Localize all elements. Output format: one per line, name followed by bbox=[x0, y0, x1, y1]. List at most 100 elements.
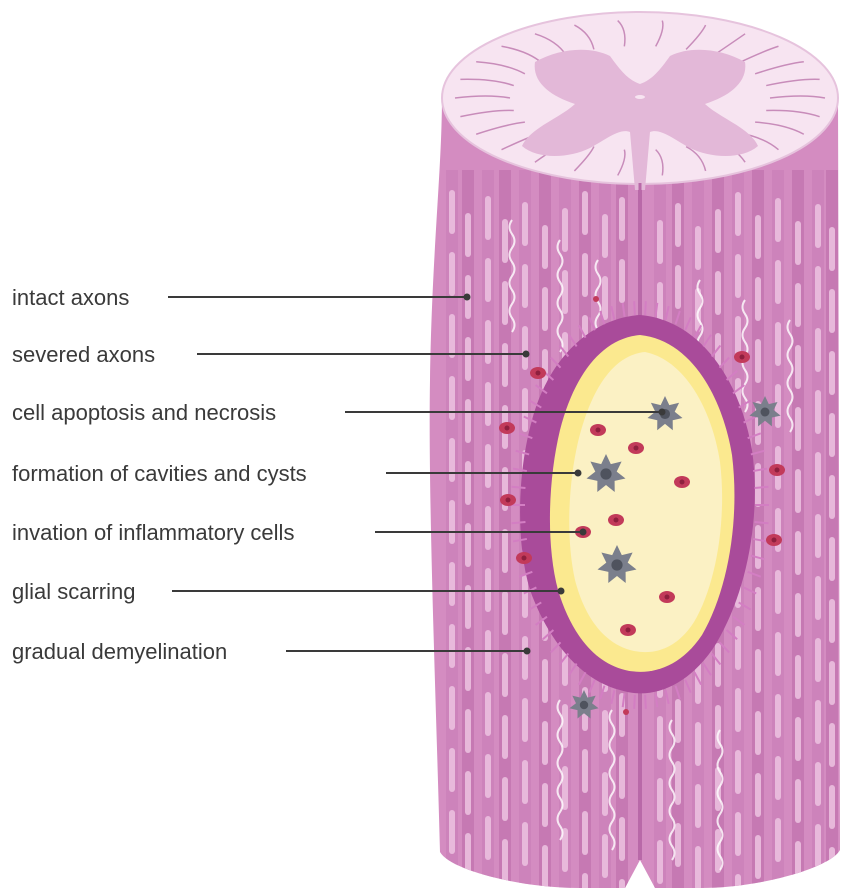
myelin-segment bbox=[542, 659, 548, 703]
myelin-segment bbox=[485, 754, 491, 798]
myelin-segment bbox=[715, 643, 721, 687]
myelin-segment bbox=[542, 721, 548, 765]
myelin-segment bbox=[562, 704, 568, 748]
myelin-segment bbox=[755, 711, 761, 755]
myelin-segment bbox=[829, 227, 835, 271]
label-text: invation of inflammatory cells bbox=[12, 520, 294, 545]
myelin-segment bbox=[502, 777, 508, 821]
myelin-segment bbox=[755, 339, 761, 383]
myelin-segment bbox=[449, 438, 455, 482]
myelin-segment bbox=[522, 202, 528, 246]
myelin-segment bbox=[829, 413, 835, 457]
myelin-segment bbox=[485, 506, 491, 550]
myelin-segment bbox=[485, 444, 491, 488]
myelin-segment bbox=[542, 225, 548, 269]
myelin-segment bbox=[815, 638, 821, 682]
myelin-segment bbox=[619, 259, 625, 303]
myelin-segment bbox=[465, 523, 471, 567]
myelin-segment bbox=[755, 773, 761, 817]
cell-nucleus bbox=[775, 468, 780, 473]
myelin-segment bbox=[582, 191, 588, 235]
cell-nucleus bbox=[580, 701, 588, 709]
myelin-segment bbox=[755, 835, 761, 879]
myelin-segment bbox=[449, 810, 455, 854]
myelin-segment bbox=[542, 783, 548, 827]
myelin-segment bbox=[735, 688, 741, 732]
myelin-segment bbox=[755, 277, 761, 321]
myelin-segment bbox=[502, 653, 508, 697]
myelin-segment bbox=[465, 461, 471, 505]
cell-nucleus bbox=[522, 556, 527, 561]
myelin-segment bbox=[449, 190, 455, 234]
myelin-segment bbox=[449, 686, 455, 730]
myelin-segment bbox=[715, 271, 721, 315]
myelin-segment bbox=[522, 698, 528, 742]
cell-nucleus bbox=[596, 428, 601, 433]
myelin-segment bbox=[619, 817, 625, 861]
myelin-segment bbox=[675, 265, 681, 309]
myelin-segment bbox=[715, 209, 721, 253]
myelin-segment bbox=[735, 192, 741, 236]
myelin-segment bbox=[795, 655, 801, 699]
label-text: intact axons bbox=[12, 285, 129, 310]
myelin-segment bbox=[502, 219, 508, 263]
myelin-segment bbox=[735, 750, 741, 794]
myelin-segment bbox=[775, 694, 781, 738]
myelin-segment bbox=[795, 593, 801, 637]
scar-fiber bbox=[755, 487, 769, 488]
scar-fiber bbox=[634, 301, 635, 315]
myelin-segment bbox=[465, 647, 471, 691]
myelin-segment bbox=[485, 816, 491, 860]
myelin-segment bbox=[542, 845, 548, 889]
myelin-segment bbox=[815, 824, 821, 868]
label-intact-axons: intact axons bbox=[12, 285, 471, 310]
cell-nucleus bbox=[536, 371, 541, 376]
myelin-segment bbox=[775, 322, 781, 366]
myelin-segment bbox=[485, 258, 491, 302]
scar-fiber bbox=[645, 695, 646, 709]
myelin-segment bbox=[775, 384, 781, 428]
myelin-segment bbox=[502, 343, 508, 387]
myelin-segment bbox=[485, 320, 491, 364]
cell-nucleus bbox=[626, 628, 631, 633]
myelin-segment bbox=[735, 626, 741, 670]
cell-nucleus bbox=[600, 468, 611, 479]
inflammatory-cell bbox=[593, 296, 599, 302]
myelin-segment bbox=[795, 779, 801, 823]
myelin-segment bbox=[522, 574, 528, 618]
myelin-segment bbox=[829, 475, 835, 519]
cell-nucleus bbox=[665, 595, 670, 600]
myelin-segment bbox=[602, 214, 608, 258]
myelin-segment bbox=[675, 699, 681, 743]
cell-nucleus bbox=[505, 426, 510, 431]
myelin-segment bbox=[449, 748, 455, 792]
myelin-segment bbox=[795, 531, 801, 575]
myelin-segment bbox=[815, 328, 821, 372]
myelin-segment bbox=[695, 784, 701, 828]
myelin-segment bbox=[815, 266, 821, 310]
myelin-segment bbox=[582, 811, 588, 855]
myelin-segment bbox=[795, 283, 801, 327]
myelin-segment bbox=[815, 514, 821, 558]
cell-nucleus bbox=[680, 480, 685, 485]
myelin-segment bbox=[465, 709, 471, 753]
myelin-segment bbox=[735, 874, 741, 894]
cell-nucleus bbox=[761, 408, 770, 417]
myelin-segment bbox=[502, 281, 508, 325]
scar-fiber bbox=[755, 522, 769, 523]
myelin-segment bbox=[815, 576, 821, 620]
myelin-segment bbox=[449, 252, 455, 296]
cell-nucleus bbox=[611, 559, 622, 570]
myelin-segment bbox=[657, 778, 663, 822]
myelin-segment bbox=[619, 879, 625, 894]
cell-nucleus bbox=[506, 498, 511, 503]
scar-fiber bbox=[634, 695, 635, 709]
myelin-segment bbox=[829, 289, 835, 333]
myelin-segment bbox=[675, 823, 681, 867]
myelin-segment bbox=[795, 841, 801, 885]
myelin-segment bbox=[449, 872, 455, 894]
myelin-segment bbox=[449, 376, 455, 420]
myelin-segment bbox=[815, 390, 821, 434]
myelin-segment bbox=[775, 756, 781, 800]
